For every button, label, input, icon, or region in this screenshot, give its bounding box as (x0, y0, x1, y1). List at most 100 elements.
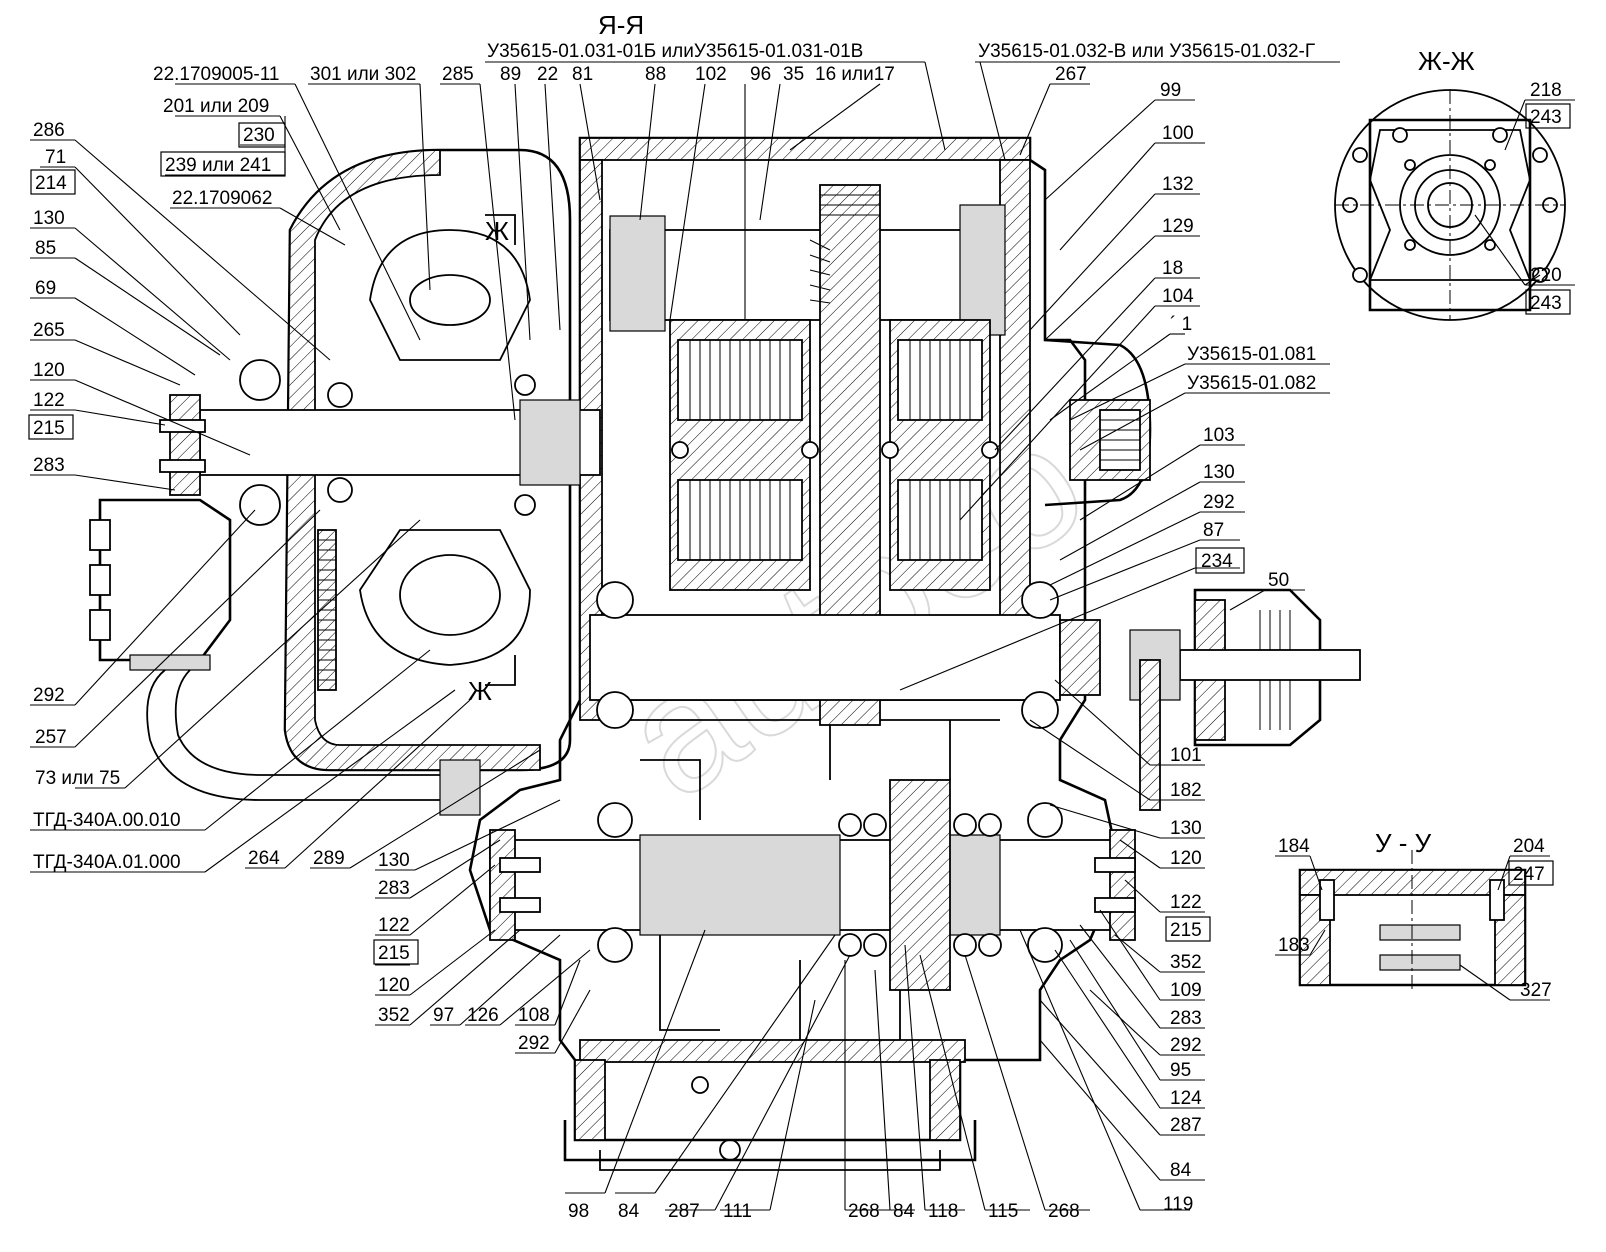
label-214: 214 (35, 173, 67, 194)
label-243-a: 243 (1530, 107, 1562, 128)
label-215-bottom: 215 (378, 943, 410, 964)
label-50: 50 (1268, 570, 1289, 591)
hydraulic-pump (89, 498, 232, 671)
label-129: 129 (1162, 216, 1194, 237)
section-title-zh: Ж-Ж (1418, 46, 1475, 76)
section-title-ya: Я-Я (598, 10, 644, 40)
label-69: 69 (35, 278, 56, 299)
section-mark-zh-top: Ж (485, 216, 509, 246)
label-120-right: 120 (1170, 848, 1202, 869)
label-111: 111 (723, 1201, 752, 1222)
label-301: 301 или 302 (310, 64, 416, 85)
label-tgd-2: ТГД-340А.01.000 (33, 852, 181, 873)
label-287-right: 287 (1170, 1115, 1202, 1136)
label-283-bottom: 283 (378, 878, 410, 899)
section-markers: Ж Ж Я-Я Ж-Ж У - У (468, 10, 1475, 858)
label-130-right: 130 (1203, 462, 1235, 483)
box-243-a (1525, 103, 1571, 129)
label-98: 98 (568, 1201, 589, 1222)
box-214 (30, 169, 76, 195)
box-215-left (28, 414, 74, 440)
label-115: 115 (988, 1201, 1018, 1222)
label-22-1709005: 22.1709005-11 (153, 64, 279, 85)
label-73: 73 или 75 (35, 768, 120, 789)
label-201: 201 или 209 (163, 96, 269, 117)
label-257: 257 (35, 727, 67, 748)
middle-shaft (589, 581, 1101, 729)
label-108: 108 (518, 1005, 550, 1026)
section-mark-zh-bottom: Ж (468, 676, 492, 706)
label-35: 35 (783, 64, 804, 85)
label-218: 218 (1530, 80, 1562, 101)
label-292-left: 292 (33, 685, 65, 706)
label-81: 81 (572, 64, 593, 85)
label-84-a: 84 (618, 1201, 640, 1222)
leader-lines (30, 61, 1575, 1211)
label-16: 16 или17 (815, 64, 895, 85)
label-292-bottom: 292 (518, 1033, 550, 1054)
box-230 (238, 122, 286, 148)
label-081: У35615-01.081 (1187, 344, 1316, 365)
label-182: 182 (1170, 780, 1202, 801)
label-18: 18 (1162, 258, 1183, 279)
label-292-right-bottom: 292 (1170, 1035, 1202, 1056)
label-118: 118 (928, 1201, 958, 1222)
box-247 (1508, 860, 1554, 886)
torque-converter (159, 148, 601, 772)
label-287-a: 287 (668, 1201, 700, 1222)
label-103: 103 (1203, 425, 1235, 446)
label-243-b: 243 (1530, 293, 1562, 314)
label-102: 102 (695, 64, 727, 85)
label-ya-part-b: У35615-01.032-В или У35615-01.032-Г (978, 41, 1315, 62)
label-122-right: 122 (1170, 892, 1202, 913)
right-output-flange (1044, 338, 1152, 507)
label-109: 109 (1170, 980, 1202, 1001)
label-122-bottom: 122 (378, 915, 410, 936)
label-88: 88 (645, 64, 666, 85)
box-215-right (1165, 916, 1211, 942)
label-204: 204 (1513, 836, 1545, 857)
label-352-right: 352 (1170, 952, 1202, 973)
label-132: 132 (1162, 174, 1194, 195)
label-130-bottom-left: 130 (378, 850, 410, 871)
box-215-bottom (373, 939, 419, 965)
upper-gear-pack (609, 184, 1006, 726)
label-283-left: 283 (33, 455, 65, 476)
box-239 (160, 151, 286, 177)
section-zh-view (1334, 89, 1566, 321)
label-327: 327 (1520, 980, 1552, 1001)
label-239: 239 или 241 (165, 155, 271, 176)
label-268-b: 268 (1048, 1201, 1080, 1222)
label-234: 234 (1201, 551, 1233, 572)
label-286: 286 (33, 120, 65, 141)
label-130-left: 130 (33, 208, 65, 229)
label-220: 220 (1530, 265, 1562, 286)
label-89: 89 (500, 64, 521, 85)
label-124: 124 (1170, 1088, 1202, 1109)
label-71: 71 (45, 147, 66, 168)
label-104: 104 (1162, 286, 1194, 307)
label-ya-part-a: У35615-01.031-01Б илиУ35615-01.031-01В (487, 41, 863, 62)
section-u-view (1298, 850, 1527, 990)
label-122-left: 122 (33, 390, 65, 411)
label-130-right-bottom: 130 (1170, 818, 1202, 839)
label-84-b: 84 (893, 1201, 915, 1222)
label-84-right: 84 (1170, 1160, 1192, 1181)
label-22: 22 (537, 64, 558, 85)
label-183: 183 (1278, 935, 1310, 956)
label-97: 97 (433, 1005, 454, 1026)
label-100: 100 (1162, 123, 1194, 144)
lower-output-shaft (489, 779, 1136, 991)
label-352-bottom: 352 (378, 1005, 410, 1026)
label-126: 126 (467, 1005, 499, 1026)
label-285: 285 (442, 64, 474, 85)
label-283-right: 283 (1170, 1008, 1202, 1029)
label-268-a: 268 (848, 1201, 880, 1222)
label-tgd-1: ТГД-340А.00.010 (33, 810, 181, 831)
label-95: 95 (1170, 1060, 1191, 1081)
label-230: 230 (243, 125, 275, 146)
oil-pipe (146, 669, 481, 816)
label-120-left: 120 (33, 360, 65, 381)
label-264: 264 (248, 848, 280, 869)
